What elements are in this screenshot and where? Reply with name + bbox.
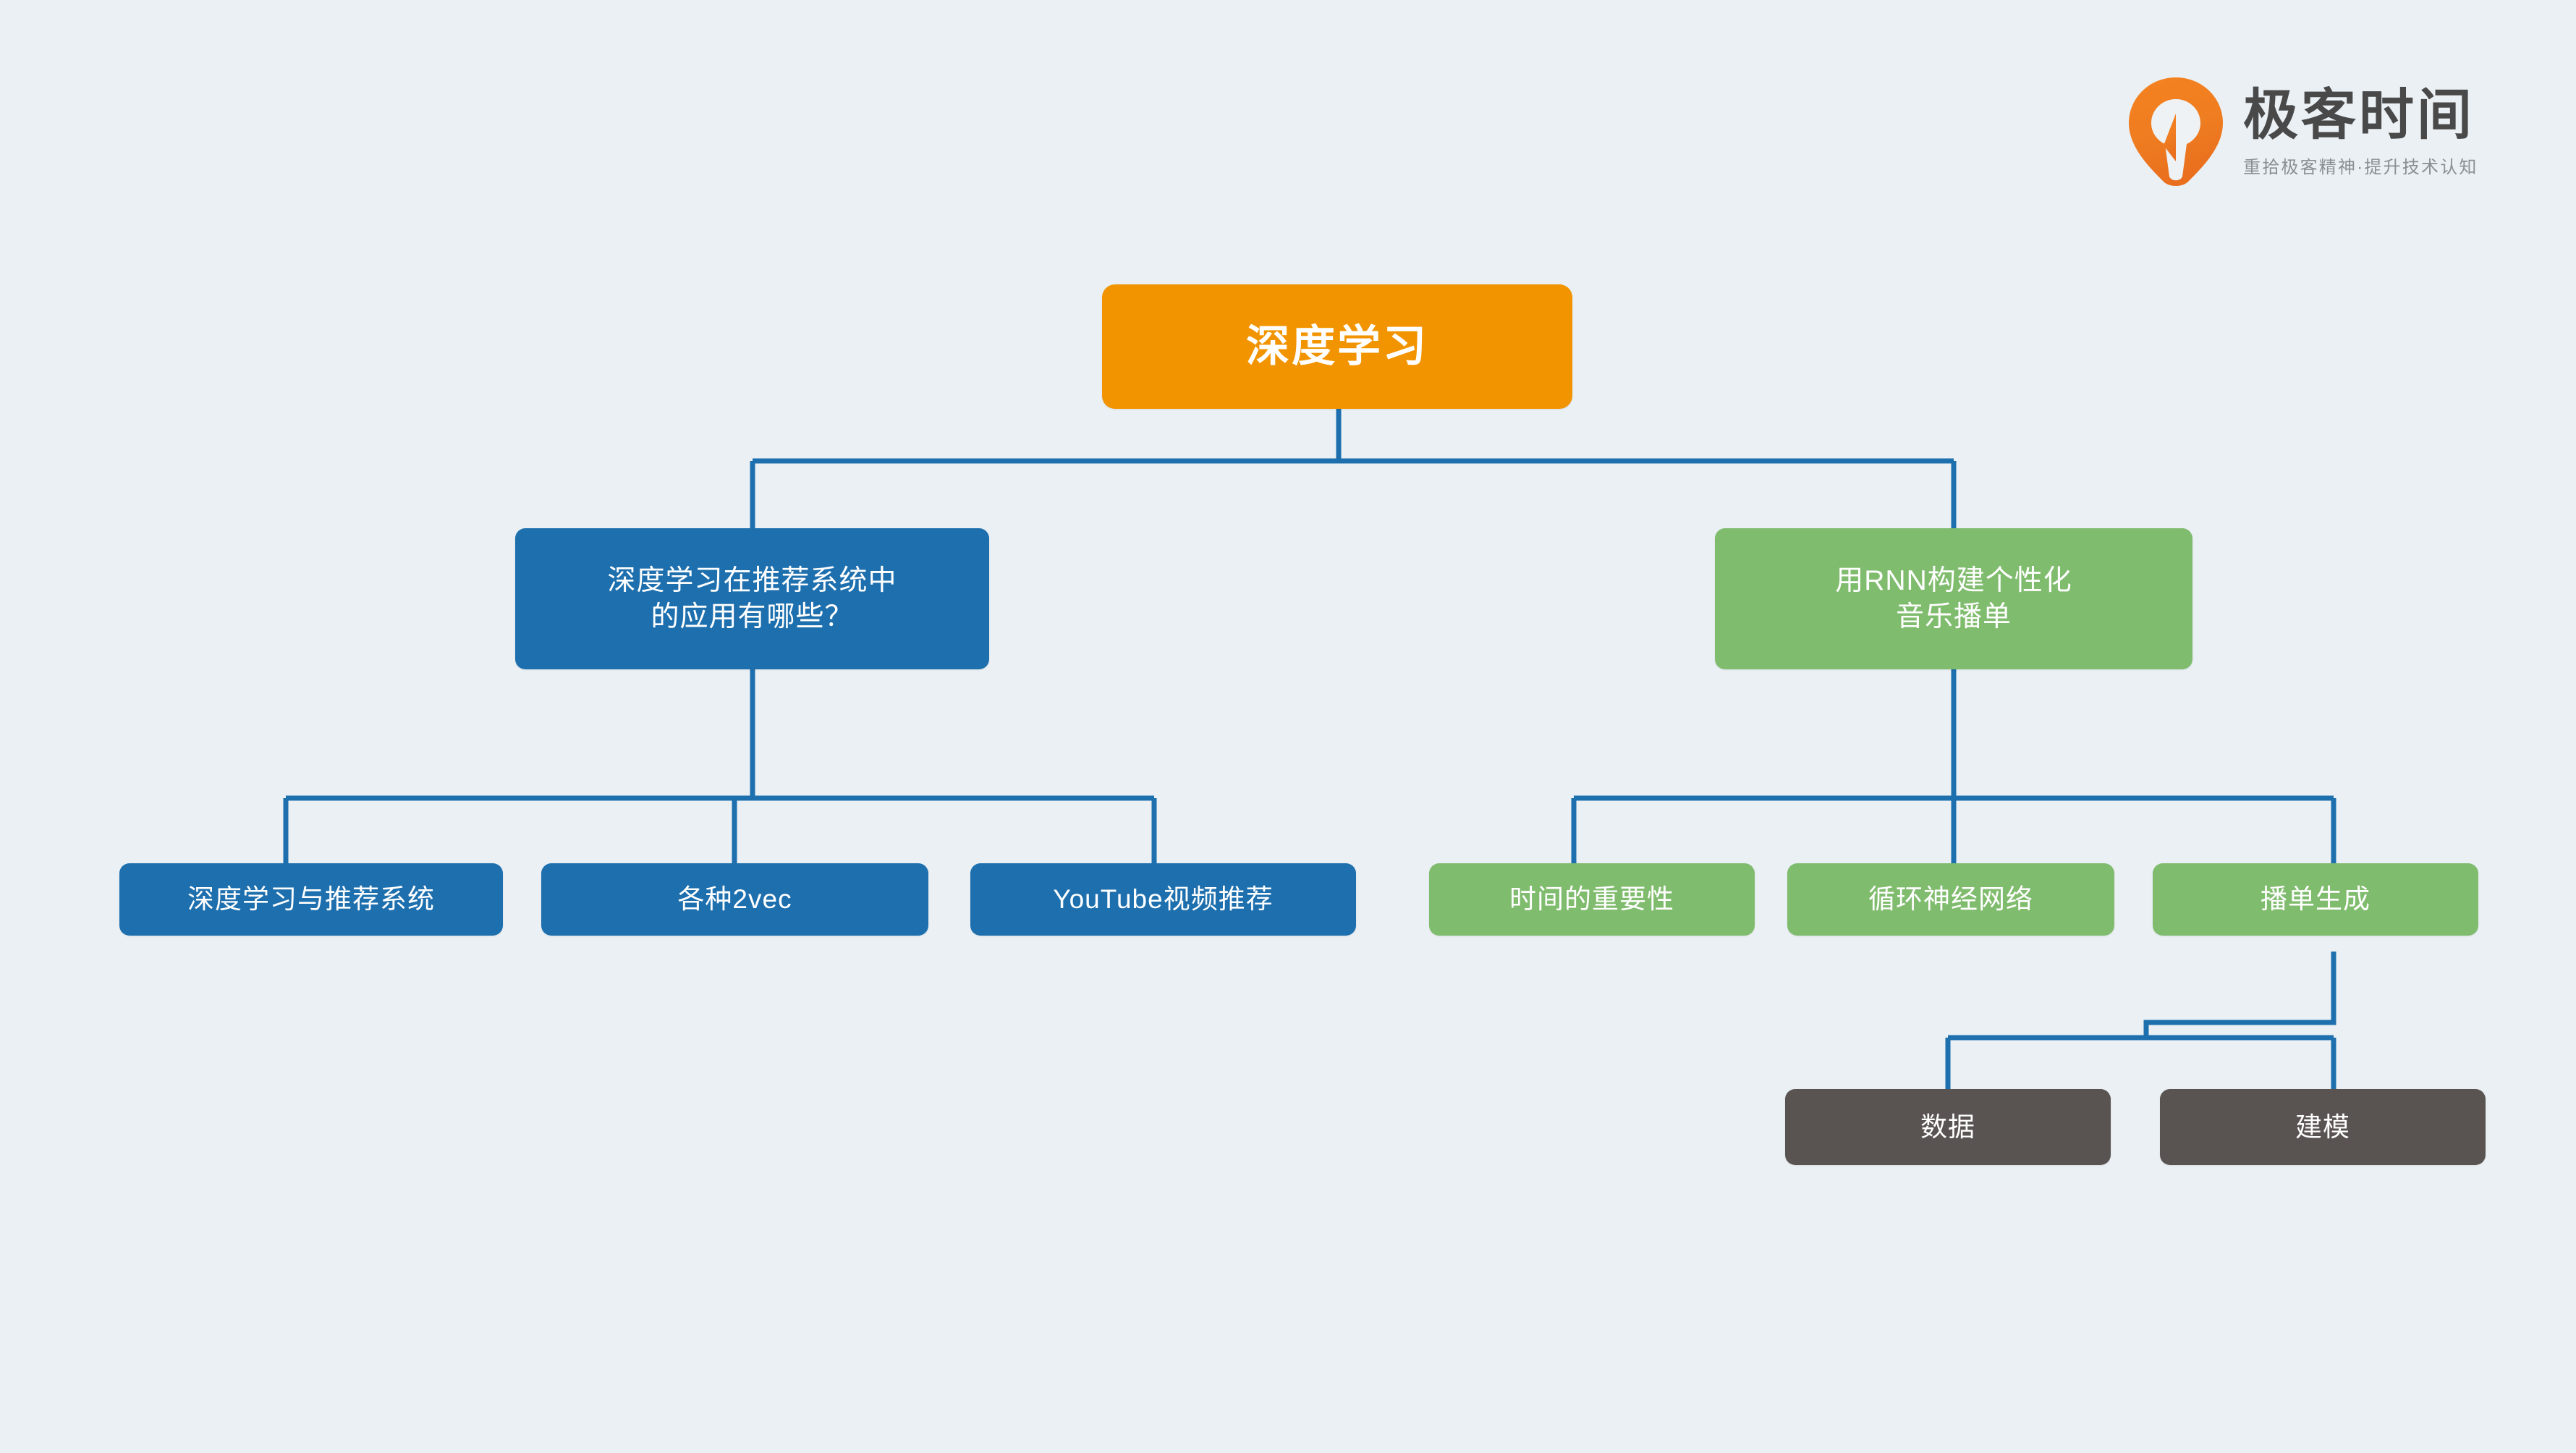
node-leaf-time-importance[interactable]: 时间的重要性	[1429, 863, 1755, 936]
node-sub-data[interactable]: 数据	[1785, 1089, 2111, 1165]
geekbang-drop-icon	[2127, 76, 2224, 186]
node-leaf-playlist-gen[interactable]: 播单生成	[2153, 863, 2478, 936]
node-leaf-dl-recsys[interactable]: 深度学习与推荐系统	[119, 863, 503, 936]
node-sub-modeling[interactable]: 建模	[2160, 1089, 2486, 1165]
brand-logo: 极客时间 重拾极客精神·提升技术认知	[2127, 76, 2478, 186]
node-branch-rnn-playlist[interactable]: 用RNN构建个性化 音乐播单	[1715, 528, 2192, 669]
node-leaf-2vec[interactable]: 各种2vec	[541, 863, 928, 936]
wire-playlist-gen-drop	[2143, 952, 2336, 1038]
brand-name: 极客时间	[2243, 85, 2475, 146]
node-branch-dl-recsys[interactable]: 深度学习在推荐系统中 的应用有哪些？	[515, 528, 989, 669]
brand-tagline: 重拾极客精神·提升技术认知	[2243, 157, 2478, 177]
brand-text: 极客时间 重拾极客精神·提升技术认知	[2243, 76, 2478, 178]
node-root-deep-learning[interactable]: 深度学习	[1102, 284, 1572, 409]
node-leaf-youtube[interactable]: YouTube视频推荐	[970, 863, 1356, 936]
node-leaf-rnn[interactable]: 循环神经网络	[1787, 863, 2114, 936]
